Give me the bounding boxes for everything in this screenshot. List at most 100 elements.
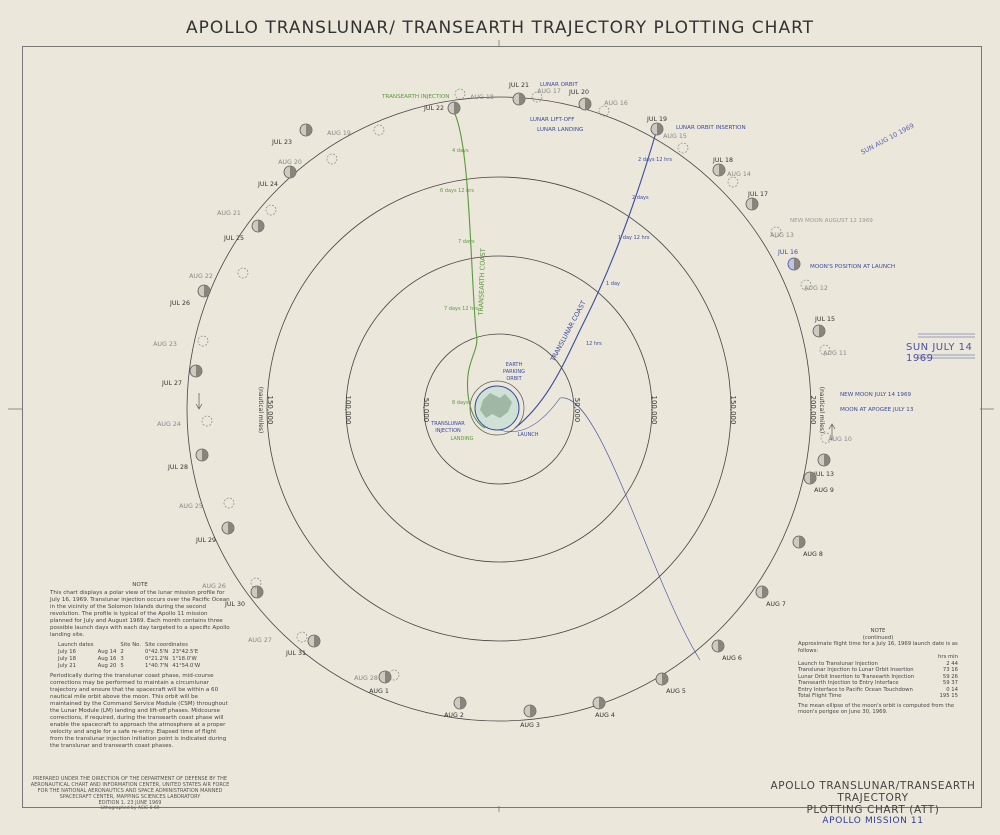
future-moon-marker: AUG 25	[179, 497, 235, 510]
future-moon-marker: AUG 17	[531, 88, 561, 103]
bottom-title-line3: APOLLO MISSION 11	[822, 816, 924, 826]
note-left-p1: This chart displays a polar view of the …	[50, 590, 230, 638]
table-cell: Aug 16	[97, 656, 117, 662]
table-cell: 1°40.7'N	[145, 663, 169, 669]
moon-shadow	[762, 586, 768, 598]
r50k-label: 50,000	[573, 398, 581, 423]
future-date-label: AUG 12	[804, 285, 828, 292]
dashed-moon-icon	[800, 279, 812, 291]
table-row: July 16 Aug 14 2 0°42.5'N 23°42.5'E	[58, 649, 204, 656]
future-date-label: AUG 26	[202, 583, 226, 590]
moon-shadow	[290, 166, 296, 178]
flight-leg-time: 73 16	[942, 667, 958, 673]
table-cell: 0°42.5'N	[145, 649, 169, 655]
moon-date-label: JUL 15	[814, 316, 835, 323]
annotations: TRANSEARTH INJECTION LUNAR ORBIT LUNAR L…	[381, 82, 914, 413]
dashed-moon-icon	[296, 631, 308, 643]
time-marks: 4 days 6 days 12 hrs 7 days 7 days 12 hr…	[440, 148, 672, 406]
moon-date-label: JUL 19	[646, 116, 667, 123]
moon-shadow	[599, 697, 605, 709]
green-mark-1: 4 days	[452, 148, 469, 154]
lunar-landing-label: LUNAR LANDING	[537, 127, 583, 133]
future-moon-marker: AUG 11	[819, 344, 847, 357]
future-date-label: AUG 28	[354, 675, 378, 682]
moon-date-label: JUL 23	[271, 139, 292, 146]
moon-marker: AUG 9	[803, 471, 834, 494]
table-cell: 41°54.0'W	[172, 663, 201, 669]
moon-marker: JUL 17	[745, 191, 768, 211]
future-date-label: AUG 15	[663, 133, 687, 140]
blue-mark-4: 1 day	[606, 281, 620, 287]
dashed-moon-icon	[223, 497, 235, 509]
moon-marker: AUG 1	[369, 670, 392, 695]
moon-marker: JUL 30	[224, 585, 264, 608]
moon-marker: JUL 29	[195, 521, 235, 544]
edition-text: EDITION 1, 23 JUNE 1969	[98, 800, 162, 806]
earth-label: EARTH	[506, 362, 523, 368]
future-moon-marker: AUG 26	[202, 577, 262, 590]
dashed-moon-icon	[197, 335, 209, 347]
flight-leg-time: 59 37	[942, 680, 958, 686]
moon-shadow	[314, 635, 320, 647]
new-moon-july-label: NEW MOON JULY 14 1969	[840, 392, 912, 398]
flight-leg-time: 59 26	[942, 673, 958, 680]
new-moon-august-label: NEW MOON AUGUST 12 1969	[790, 218, 873, 224]
ring-100000	[345, 255, 653, 563]
flight-leg-label: Total Flight Time	[798, 693, 842, 699]
parking-orbit	[469, 380, 525, 436]
moon-marker: JUL 13	[813, 453, 834, 478]
moon-date-label: JUL 28	[167, 464, 188, 471]
translunar-path	[514, 128, 658, 429]
bottom-title: APOLLO TRANSLUNAR/TRANSEARTH TRAJECTORY …	[758, 780, 988, 826]
dashed-moon-icon	[677, 142, 689, 154]
moon-shadow	[824, 454, 830, 466]
future-date-label: AUG 10	[828, 436, 852, 443]
moon-shadow	[718, 640, 724, 652]
future-moon-marker: AUG 14	[727, 171, 751, 188]
dashed-moon-icon	[820, 432, 832, 444]
moon-date-label: JUL 21	[508, 82, 529, 89]
moon-marker: JUL 27	[161, 364, 203, 387]
table-head-cell: Site No.	[120, 642, 142, 648]
l100k-label: 100,000	[344, 396, 352, 425]
moon-date-label: JUL 27	[161, 380, 182, 387]
moon-shadow	[794, 258, 800, 270]
dashed-moon-icon	[598, 105, 610, 117]
future-date-label: AUG 27	[248, 637, 272, 644]
future-moon-marker: AUG 27	[248, 631, 308, 644]
green-mark-2: 6 days 12 hrs	[440, 188, 474, 194]
moon-shadow	[257, 586, 263, 598]
green-mark-5: 8 days	[452, 400, 469, 406]
flight-leg-label: Translunar Injection to Lunar Orbit Inse…	[798, 667, 914, 673]
r200k-label: 200,000	[809, 396, 817, 425]
future-date-label: AUG 18	[470, 94, 494, 101]
green-mark-3: 7 days	[458, 239, 475, 245]
moon-date-label: JUL 16	[777, 249, 798, 256]
launch-sites-table: Launch dates Site No. Site coordinates J…	[58, 642, 204, 670]
future-date-label: AUG 16	[604, 100, 628, 107]
moon-date-label: AUG 3	[520, 722, 540, 729]
moon-marker: JUL 28	[167, 448, 209, 471]
moon-marker: JUL 18	[712, 157, 733, 177]
future-date-label: AUG 20	[278, 159, 302, 166]
lunar-orbit-insertion-label: LUNAR ORBIT INSERTION	[676, 125, 746, 131]
moon-shadow	[530, 705, 536, 717]
table-row: July 18 Aug 16 3 0°21.2'N 1°18.0'W	[58, 656, 204, 663]
ring-200000	[186, 96, 812, 722]
moon-date-label: JUL 29	[195, 537, 216, 544]
moon-date-label: AUG 8	[803, 551, 823, 558]
orbit-label: ORBIT	[506, 376, 522, 382]
moon-shadow	[454, 102, 460, 114]
bottom-title-line2: PLOTTING CHART (ATT)	[806, 804, 940, 816]
moon-shadow	[810, 472, 816, 484]
future-date-label: AUG 21	[217, 210, 241, 217]
center-labels: EARTH PARKING ORBIT TRANSLUNAR INJECTION…	[430, 362, 538, 442]
future-moon-marker: AUG 13	[770, 226, 794, 239]
transearth-coast-label: TRANSEARTH COAST	[477, 248, 487, 317]
moon-shadow	[306, 124, 312, 136]
future-moon-marker: AUG 15	[663, 133, 689, 154]
moon-shadow	[719, 164, 725, 176]
moon-marker: JUL 21	[508, 82, 529, 106]
table-cell: 5	[120, 663, 124, 669]
